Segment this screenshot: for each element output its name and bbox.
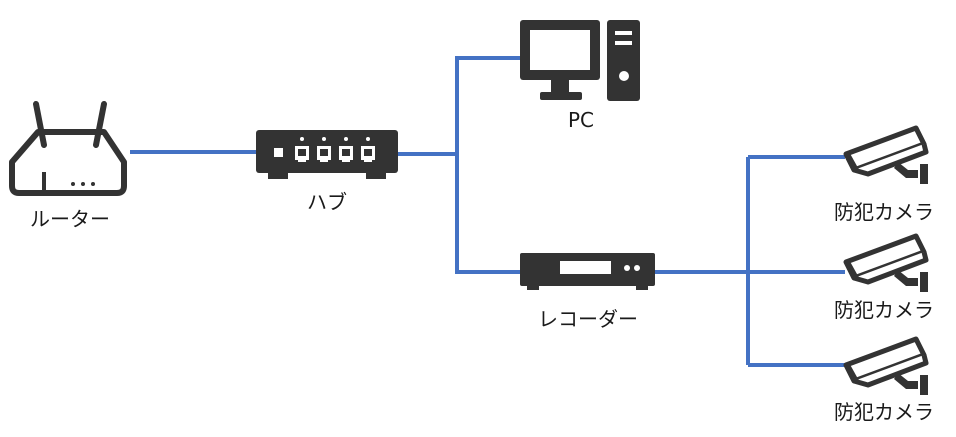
pc-label: PC: [567, 108, 595, 132]
security-camera-icon: [846, 339, 928, 395]
camera-label: 防犯カメラ: [834, 298, 934, 322]
recorder-label: レコーダー: [538, 307, 638, 331]
link-hub-pc: [455, 56, 520, 154]
video-recorder-icon: [520, 253, 655, 290]
security-camera-icon: [846, 236, 928, 292]
link-hub-recorder: [455, 154, 520, 274]
desktop-computer-icon: [520, 20, 640, 101]
hub-label: ハブ: [307, 190, 347, 214]
security-camera-icon: [846, 128, 928, 184]
camera-label: 防犯カメラ: [834, 200, 934, 224]
wifi-router-icon: [9, 101, 127, 196]
network-switch-icon: [256, 130, 398, 179]
router-label: ルーター: [30, 207, 110, 231]
connections: [130, 56, 845, 367]
camera-label: 防犯カメラ: [834, 400, 934, 424]
